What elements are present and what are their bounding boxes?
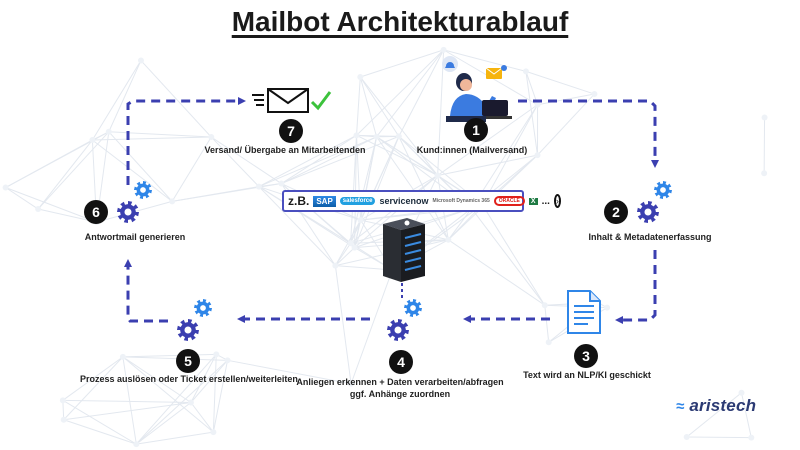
gears-icon-step-2 [637,181,672,223]
integrations-prefix: z.B. [288,194,310,208]
step-5-label: Prozess auslösen oder Ticket erstellen/w… [80,374,298,384]
brand-logo: ≈ aristech [676,396,756,416]
salesforce-logo: salesforce [339,197,376,205]
step-7-label: Versand/ Übergabe an Mitarbeitenden [204,145,366,155]
step-1-badge: 1 [464,118,488,142]
step-3-badge: 3 [574,344,598,368]
step-1-label: Kund:innen (Mailversand) [416,145,528,155]
step-4-label: Anliegen erkennen + Daten verarbeiten/ab… [290,376,510,400]
wave-icon: ≈ [676,398,685,415]
step-5-badge: 5 [176,349,200,373]
sap-logo: SAP [313,195,336,207]
gears-icon-step-5 [177,299,212,341]
arrow-1-to-2 [518,99,659,168]
excel-logo: X [528,197,538,205]
more-dots: ... [541,195,550,207]
gears-icon-step-4 [387,299,422,341]
mail-sent-icon [252,88,332,113]
step-6-badge: 6 [84,200,108,224]
arrow-6-to-7 [126,97,246,185]
page-title: Mailbot Architekturablauf [231,6,569,37]
arrow-5-to-6 [124,259,168,323]
brand-name: aristech [689,396,757,415]
servicenow-logo: servicenow [379,196,429,206]
dynamics-logo: Microsoft Dynamics 365 [432,197,490,204]
step-2-badge: 2 [604,200,628,224]
step-7-badge: 7 [279,119,303,143]
arrow-2-to-3 [615,250,657,324]
oracle-logo: ORACLE [493,196,525,206]
step-4-badge: 4 [389,350,413,374]
step-4-label-line-2: ggf. Anhänge zuordnen [349,389,451,400]
document-icon [567,290,601,334]
customer-laptop-icon [442,56,512,122]
integrations-bar: z.B. SAP salesforce servicenow Microsoft… [282,190,561,212]
step-2-label: Inhalt & Metadatenerfassung [588,232,712,242]
step-4-label-line-1: Anliegen erkennen + Daten verarbeiten/ab… [296,377,504,387]
chevron-right-icon: › [553,194,561,208]
step-3-label: Text wird an NLP/KI geschickt [523,370,651,380]
step-6-label: Antwortmail generieren [84,232,186,242]
server-rack-icon [383,218,425,282]
gears-icon-step-6 [117,181,152,223]
